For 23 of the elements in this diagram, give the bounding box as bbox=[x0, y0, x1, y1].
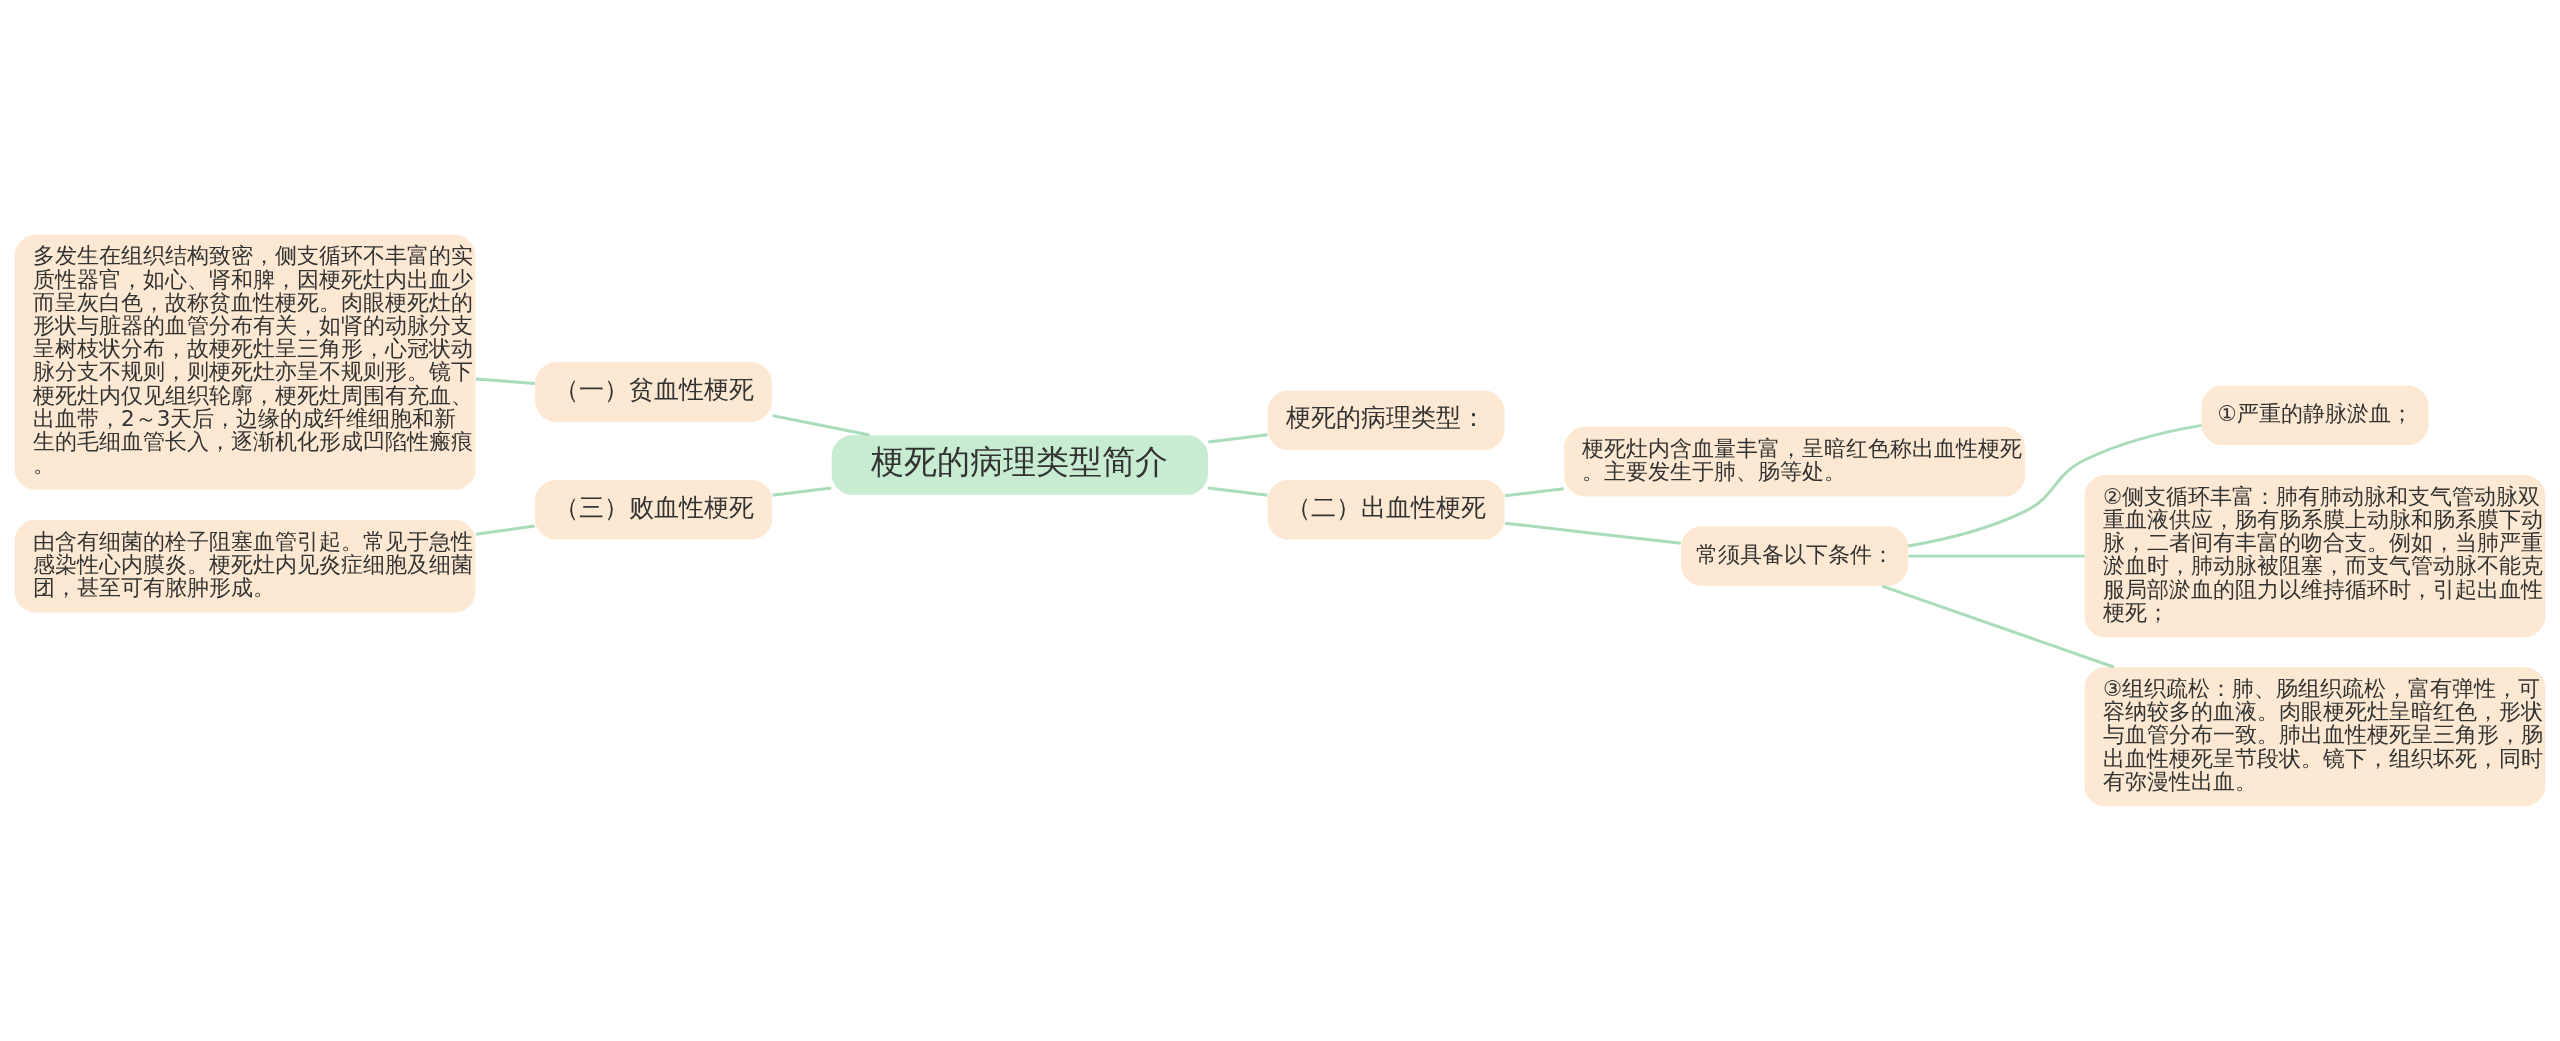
connector bbox=[1208, 433, 1268, 444]
node-box: 梗死的病理类型： bbox=[1267, 390, 1505, 451]
connector bbox=[1504, 487, 1564, 498]
connector bbox=[1908, 554, 2085, 558]
connector bbox=[475, 524, 535, 536]
connector bbox=[1907, 423, 2202, 548]
node-box: ②侧支循环丰富：肺有肺动脉和支气管动脉双重血液供应，肠有肠系膜上动脉和肠系膜下动脉，二者间有丰富的吻合支。例如，当肺严重淤血时，肺动脉被阻塞，而支气管动脉不能克服局部淤血的阻力以维持循环时，引起出血性梗死； bbox=[2084, 474, 2546, 638]
node-box: 梗死的病理类型简介 bbox=[831, 435, 1208, 495]
node-box: 常须具备以下条件： bbox=[1681, 526, 1909, 586]
node-box: 多发生在组织结构致密，侧支循环不丰富的实质性器官，如心、肾和脾，因梗死灶内出血少而呈灰白色，故称贫血性梗死。肉眼梗死灶的形状与脏器的血管分布有关，如肾的动脉分支呈树枝状分布，故梗死灶呈三角形，心冠状动脉分支不规则，则梗死灶亦呈不规则形。镜下梗死灶内仅见组织轮廓，梗死灶周围有充血、出血带，2～3天后，边缘的成纤维细胞和新生的毛细血管长入，逐渐机化形成凹陷性瘢痕。 bbox=[14, 234, 476, 490]
connector bbox=[772, 486, 832, 497]
connector bbox=[1504, 521, 1681, 545]
node-box: （二）出血性梗死 bbox=[1267, 479, 1505, 540]
node-box: 由含有细菌的栓子阻塞血管引起。常见于急性感染性心内膜炎。梗死灶内见炎症细胞及细菌团，甚至可有脓肿形成。 bbox=[14, 519, 476, 613]
connector bbox=[772, 414, 870, 437]
connector bbox=[1208, 486, 1268, 497]
node-box: ③组织疏松：肺、肠组织疏松，富有弹性，可容纳较多的血液。肉眼梗死灶呈暗红色，形状与血管分布一致。肺出血性梗死呈三角形，肠出血性梗死呈节段状。镜下，组织坏死，同时有弥漫性出血。 bbox=[2084, 667, 2546, 807]
connector bbox=[475, 377, 535, 385]
node-box: （一）贫血性梗死 bbox=[535, 362, 773, 422]
node-box: 梗死灶内含血量丰富，呈暗红色称出血性梗死。主要发生于肺、肠等处。 bbox=[1564, 426, 2025, 497]
node-box: （三）败血性梗死 bbox=[535, 479, 773, 540]
node-box: ①严重的静脉淤血； bbox=[2201, 385, 2429, 446]
connector bbox=[1881, 584, 2115, 669]
